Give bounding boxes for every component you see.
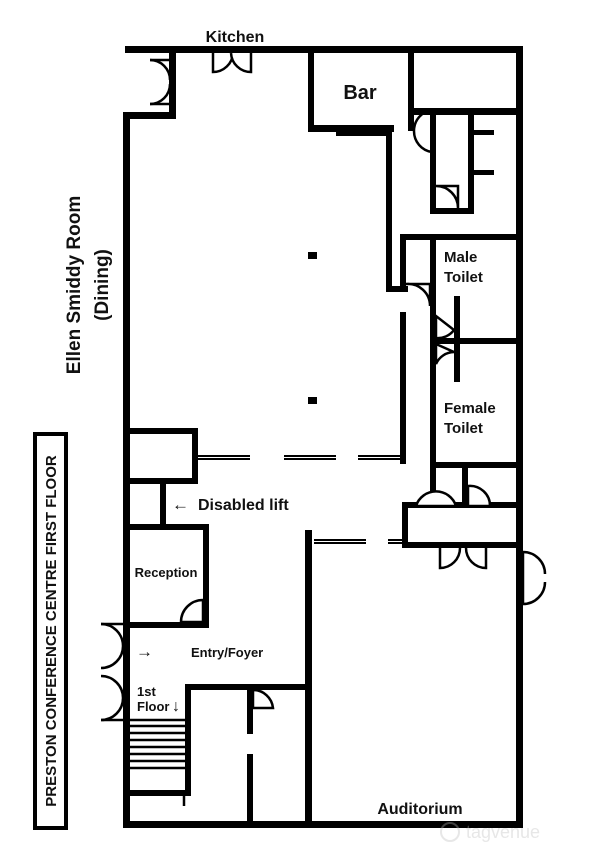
reception-room: [123, 524, 209, 628]
male-toilet-label-line1: Male: [444, 249, 477, 266]
watermark: tagvenue: [440, 822, 540, 842]
bar-room: [308, 53, 414, 136]
stairs-down-arrow: ↓: [172, 698, 180, 715]
stair-block: [123, 684, 307, 828]
dining-room-label-line2: (Dining): [92, 249, 113, 321]
lobby-block: [402, 462, 547, 606]
top-left-doors: [149, 58, 172, 106]
kitchen-label: Kitchen: [206, 29, 265, 46]
watermark-text: tagvenue: [466, 822, 540, 842]
corridor-partition: [400, 312, 406, 464]
auditorium-label: Auditorium: [377, 801, 462, 818]
bar-door: [412, 108, 434, 154]
bar-label: Bar: [343, 82, 377, 104]
kitchen-doors: [211, 52, 253, 74]
toilet-block: [400, 234, 523, 496]
outer-walls: [123, 46, 523, 828]
watermark-logo-icon: [440, 822, 460, 842]
female-toilet-label-line1: Female: [444, 400, 496, 417]
sliding-partitions: [196, 455, 402, 544]
disabled-lift-label: Disabled lift: [198, 497, 289, 514]
disabled-lift-arrow: ←: [172, 495, 189, 514]
lift-shaft: [123, 428, 198, 530]
service-area: [386, 108, 523, 292]
entry-foyer-label: Entry/Foyer: [191, 645, 263, 660]
female-toilet-label-line2: Toilet: [444, 420, 483, 437]
side-title: PRESTON CONFERENCE CENTRE FIRST FLOOR: [43, 455, 60, 807]
entry-arrow: →: [136, 642, 153, 661]
pillar: [308, 252, 317, 259]
first-floor-label-line2: Floor: [137, 699, 170, 714]
first-floor-label-line1: 1st: [137, 684, 156, 699]
reception-label: Reception: [135, 565, 198, 580]
auditorium-wall: [305, 530, 312, 828]
pillar: [308, 397, 317, 404]
entry-doors: [100, 622, 125, 722]
dining-room-label-line1: Ellen Smiddy Room: [64, 196, 85, 374]
side-title-frame: [33, 432, 68, 830]
male-toilet-label-line2: Toilet: [444, 269, 483, 286]
